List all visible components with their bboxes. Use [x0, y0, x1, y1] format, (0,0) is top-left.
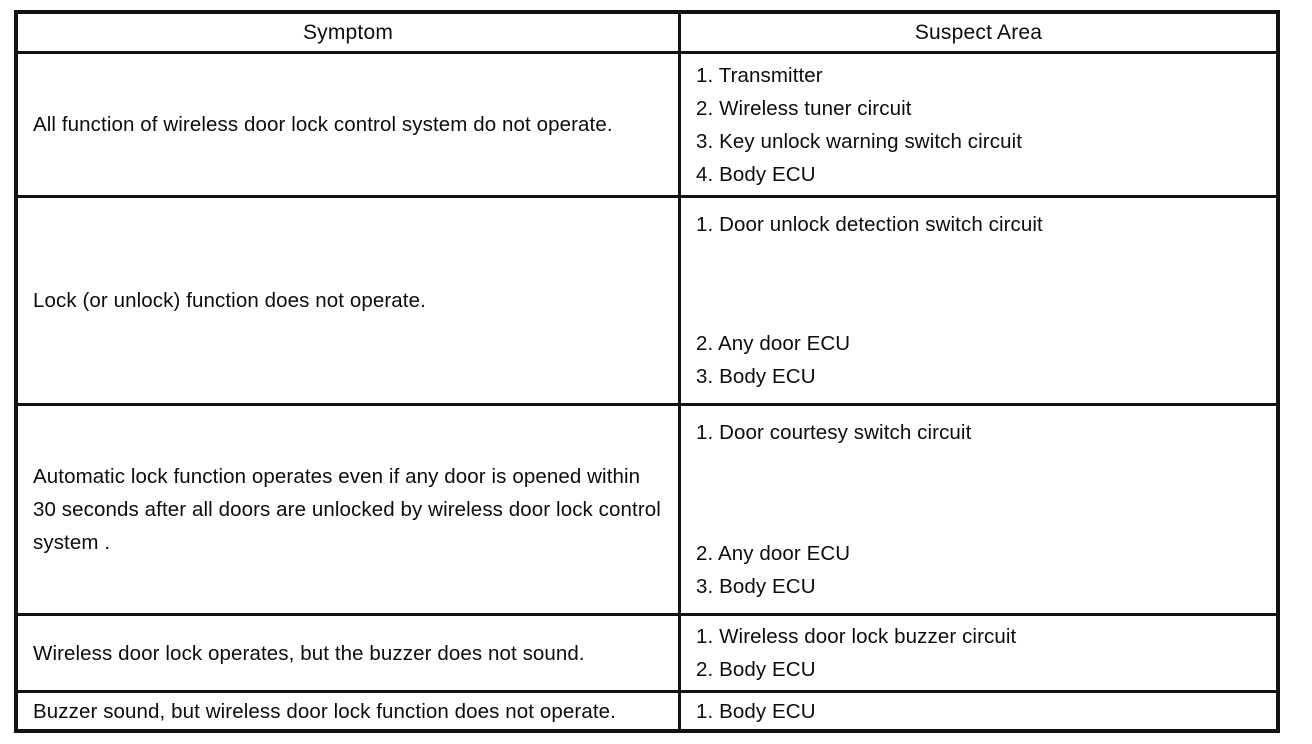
suspect-item: 1. Body ECU	[696, 699, 816, 723]
table-header-row: Symptom Suspect Area	[18, 14, 1276, 51]
suspect-item: 3. Body ECU	[696, 575, 816, 598]
table-row: Wireless door lock operates, but the buz…	[18, 613, 1276, 690]
suspect-item: 4. Body ECU	[696, 162, 816, 186]
suspect-item: 2. Body ECU	[696, 658, 816, 681]
suspect-area-cell: 1. Transmitter 2. Wireless tuner circuit…	[678, 54, 1276, 195]
spacer	[696, 241, 1266, 327]
suspect-item: 2. Wireless tuner circuit	[696, 96, 912, 120]
suspect-item: 1. Door unlock detection switch circuit	[696, 213, 1043, 236]
suspect-item: 2. Any door ECU	[696, 542, 851, 565]
suspect-area-column-header: Suspect Area	[678, 14, 1276, 51]
symptom-cell: Automatic lock function operates even if…	[33, 465, 661, 554]
suspect-area-cell: 1. Door courtesy switch circuit 2. Any d…	[678, 406, 1276, 613]
table-row: Automatic lock function operates even if…	[18, 403, 1276, 613]
symptom-column-header: Symptom	[302, 20, 394, 44]
symptom-cell: Wireless door lock operates, but the buz…	[33, 641, 585, 665]
table-row: Lock (or unlock) function does not opera…	[18, 195, 1276, 403]
suspect-area-cell: 1. Body ECU	[678, 693, 1276, 729]
symptom-cell: Buzzer sound, but wireless door lock fun…	[33, 699, 616, 723]
table-row: All function of wireless door lock contr…	[18, 51, 1276, 195]
symptom-cell: All function of wireless door lock contr…	[33, 113, 613, 136]
suspect-item: 3. Key unlock warning switch circuit	[696, 129, 1023, 153]
suspect-item: 3. Body ECU	[696, 365, 816, 388]
suspect-item: 1. Wireless door lock buzzer circuit	[696, 625, 1017, 648]
troubleshooting-table: Symptom Suspect Area All function of wir…	[14, 10, 1280, 733]
table-row: Buzzer sound, but wireless door lock fun…	[18, 690, 1276, 729]
suspect-area-cell: 1. Wireless door lock buzzer circuit 2. …	[678, 616, 1276, 690]
suspect-item: 1. Door courtesy switch circuit	[696, 421, 972, 444]
suspect-area-cell: 1. Door unlock detection switch circuit …	[678, 198, 1276, 403]
suspect-item: 2. Any door ECU	[696, 332, 851, 355]
spacer	[696, 449, 1266, 537]
suspect-item: 1. Transmitter	[696, 63, 823, 87]
symptom-cell: Lock (or unlock) function does not opera…	[33, 289, 426, 312]
